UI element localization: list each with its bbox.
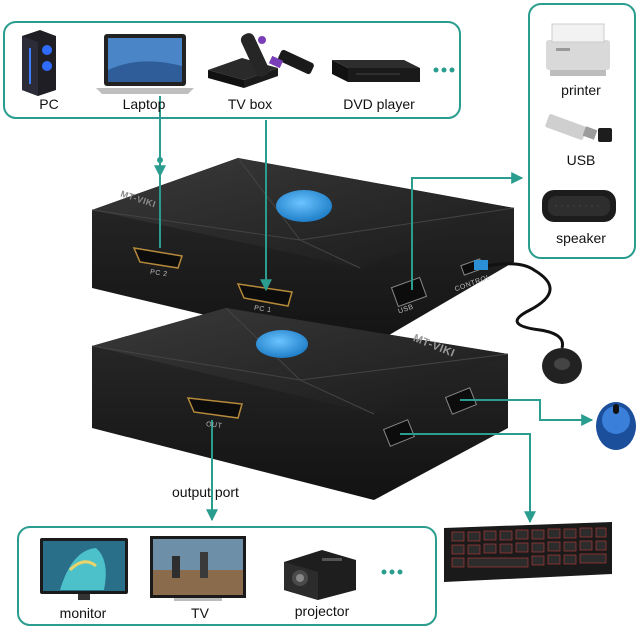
source-label-dvd-player: DVD player	[343, 96, 415, 112]
control-cable	[485, 262, 565, 349]
peripheral-label-speaker: speaker	[556, 230, 606, 246]
switch-top-button	[276, 190, 332, 222]
sources-more-dots	[433, 67, 455, 73]
source-label-pc: PC	[39, 96, 59, 112]
usb-drive-icon	[545, 114, 612, 142]
peripheral-label-printer: printer	[561, 82, 601, 98]
dvd-player-icon	[332, 60, 420, 82]
switch-bottom-device	[91, 307, 509, 500]
switch-top-device	[91, 157, 515, 352]
hdmi-port-pc2	[132, 247, 183, 269]
monitor-icon	[40, 538, 128, 600]
outputs-panel	[17, 526, 437, 626]
peripherals-panel	[528, 3, 636, 259]
pc-tower-icon	[22, 30, 56, 96]
usb-port-bottom-1	[382, 419, 416, 447]
tv-icon	[150, 536, 246, 601]
tv-box-icon	[208, 33, 314, 88]
speaker-icon	[542, 190, 616, 222]
printer-icon	[546, 23, 610, 76]
usb-port-top	[390, 276, 428, 308]
peripheral-label-usb: USB	[566, 152, 596, 168]
source-label-tv-box: TV box	[227, 96, 273, 112]
keyboard-icon	[444, 522, 612, 582]
sources-panel	[3, 21, 461, 119]
output-label-tv: TV	[191, 605, 209, 621]
hdmi-port-out	[186, 397, 243, 419]
output-port-label: output port	[172, 484, 239, 500]
laptop-icon	[96, 34, 194, 94]
switch-bottom-button	[256, 330, 308, 358]
outputs-more-dots	[381, 569, 403, 575]
projector-icon	[284, 550, 356, 600]
mouse-icon	[596, 402, 636, 450]
output-label-projector: projector	[294, 603, 350, 619]
source-label-laptop: Laptop	[122, 96, 166, 112]
hdmi-port-pc1	[236, 283, 293, 307]
output-label-monitor: monitor	[59, 605, 107, 621]
